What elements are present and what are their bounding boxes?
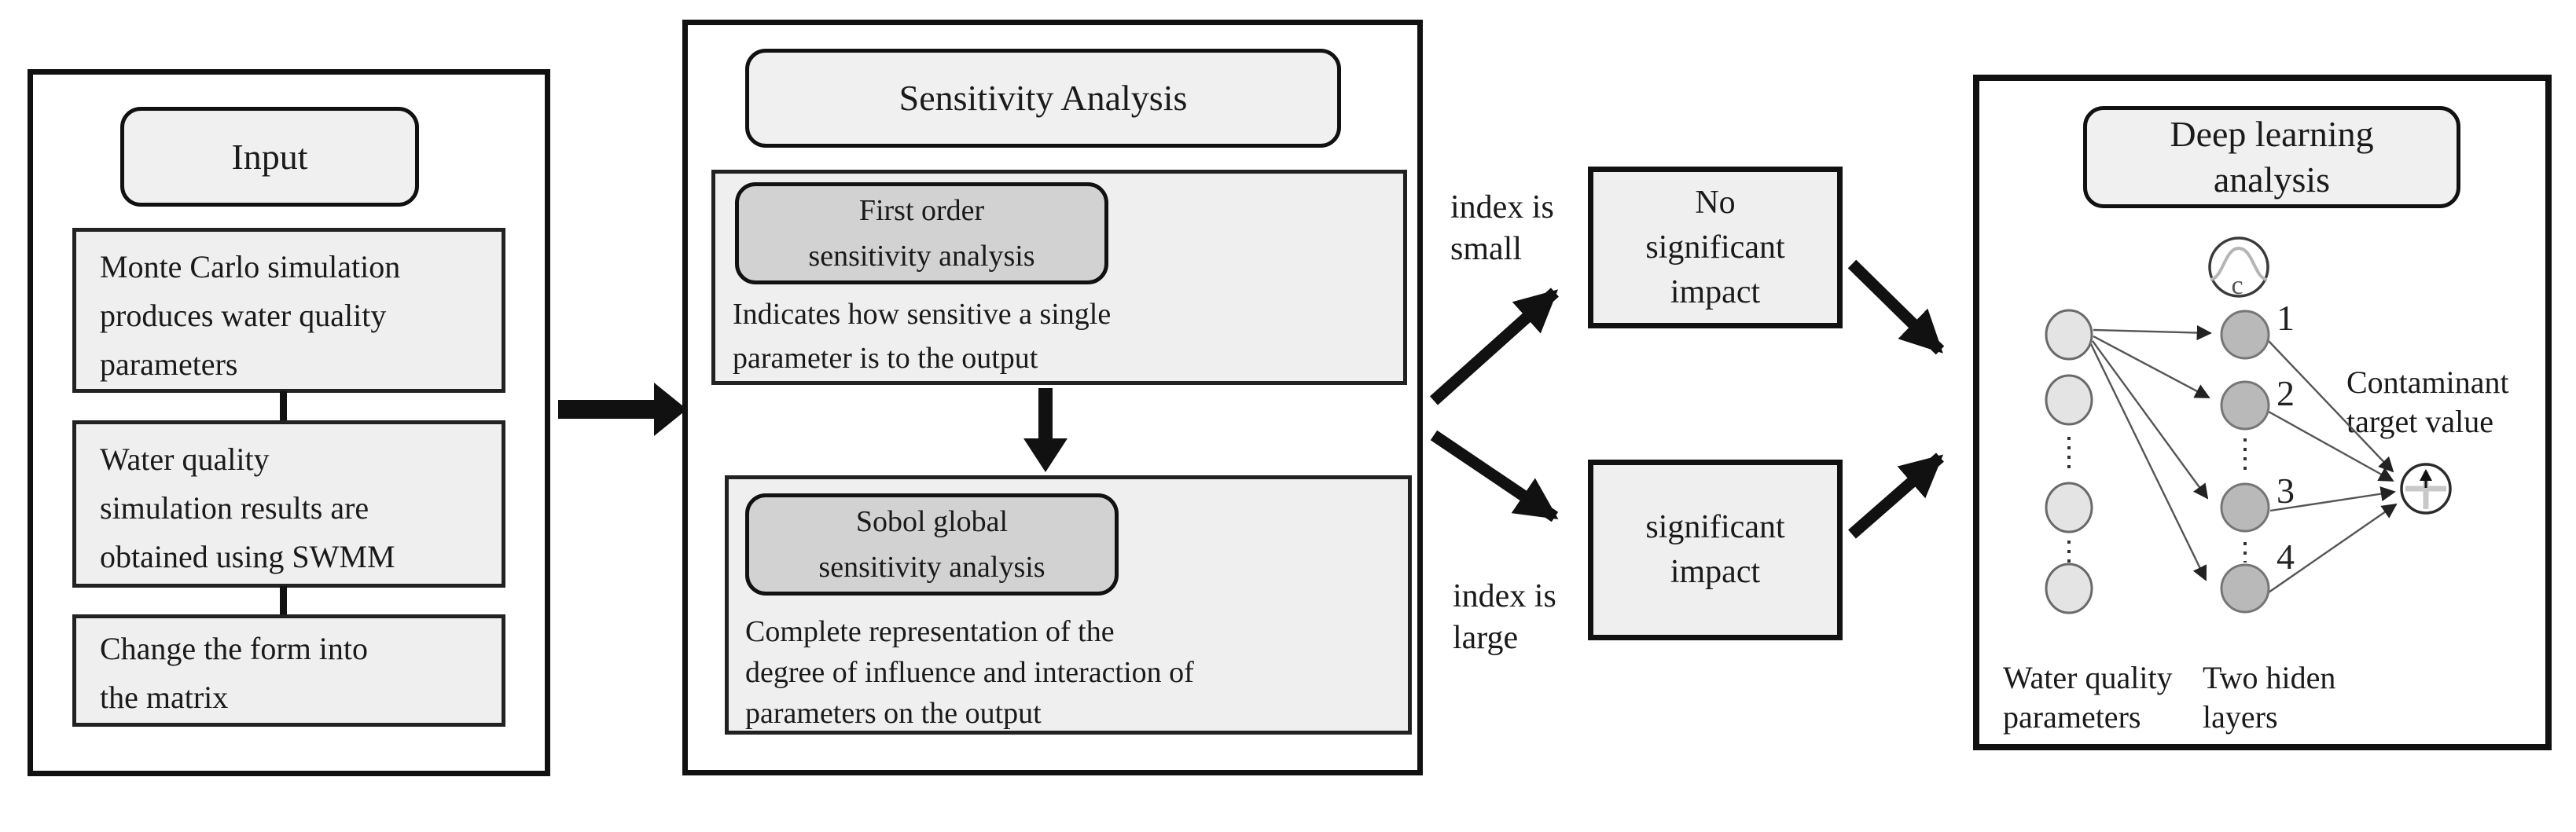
badge-line: First order [858, 194, 985, 227]
desc-line: Complete representation of the [745, 615, 1115, 648]
desc-line: degree of influence and interaction of [745, 656, 1194, 689]
contaminant-target-label: Contaminant target value [2346, 363, 2535, 442]
index-large-label: index is large [1453, 576, 1556, 659]
impact-line: impact [1670, 554, 1761, 590]
step-connector [280, 391, 287, 422]
first-order-badge: First order sensitivity analysis [735, 182, 1108, 284]
step-line: Water quality [100, 442, 270, 477]
step-line: parameters [100, 346, 238, 382]
input-title: Input [120, 107, 419, 207]
step-line: Change the form into [100, 631, 369, 666]
step-line: simulation results are [100, 490, 369, 526]
deep-learning-title: Deep learning analysis [2083, 106, 2460, 208]
arrow-to-no-impact [1429, 288, 1560, 405]
step-line: obtained using SWMM [100, 539, 395, 574]
input-title-label: Input [231, 136, 308, 177]
title-line: Deep learning [2170, 114, 2374, 154]
impact-box: significant impact [1588, 460, 1843, 640]
step-connector [280, 586, 287, 616]
impact-line: significant [1645, 229, 1785, 266]
arrow-to-impact [1430, 430, 1559, 522]
impact-line: No [1695, 184, 1736, 221]
label-line: index is [1450, 189, 1554, 225]
sensitivity-title-label: Sensitivity Analysis [898, 78, 1188, 118]
impact-line: significant [1645, 509, 1785, 545]
label-line: target value [2346, 404, 2493, 439]
badge-line: Sobol global [855, 505, 1009, 538]
step-line: the matrix [100, 680, 229, 715]
index-small-label: index is small [1450, 187, 1554, 270]
caption-line: layers [2203, 699, 2278, 735]
sobol-badge: Sobol global sensitivity analysis [745, 493, 1119, 596]
badge-line: sensitivity analysis [808, 240, 1035, 273]
impact-line: impact [1670, 273, 1761, 310]
sobol-description: Complete representation of the degree of… [745, 611, 1406, 734]
input-layer-caption: Water quality parameters [2003, 658, 2192, 737]
sensitivity-title: Sensitivity Analysis [745, 49, 1341, 148]
step-line: Monte Carlo simulation [100, 249, 401, 284]
no-impact-box: No significant impact [1588, 167, 1843, 328]
label-line: Contaminant [2346, 365, 2509, 400]
desc-line: parameter is to the output [733, 342, 1038, 375]
desc-line: Indicates how sensitive a single [733, 298, 1112, 331]
arrow-impact-to-deep-learning [1848, 453, 1944, 539]
label-line: large [1453, 620, 1519, 656]
step-line: produces water quality [100, 298, 387, 333]
hidden-layer-caption: Two hiden layers [2203, 658, 2376, 737]
caption-line: Two hiden [2203, 660, 2336, 695]
caption-line: Water quality [2003, 660, 2173, 695]
first-order-description: Indicates how sensitive a single paramet… [733, 292, 1393, 380]
arrow-no-impact-to-deep-learning [1847, 259, 1945, 355]
badge-line: sensitivity analysis [818, 551, 1045, 584]
desc-line: parameters on the output [745, 697, 1042, 730]
label-line: small [1450, 231, 1522, 267]
input-step-monte-carlo: Monte Carlo simulation produces water qu… [72, 228, 505, 393]
label-line: index is [1453, 578, 1556, 614]
input-step-matrix: Change the form into the matrix [72, 614, 505, 727]
caption-line: parameters [2003, 699, 2141, 735]
arrow-input-to-sensitivity [558, 383, 687, 436]
input-step-swmm: Water quality simulation results are obt… [72, 420, 505, 588]
title-line: analysis [2213, 159, 2331, 200]
